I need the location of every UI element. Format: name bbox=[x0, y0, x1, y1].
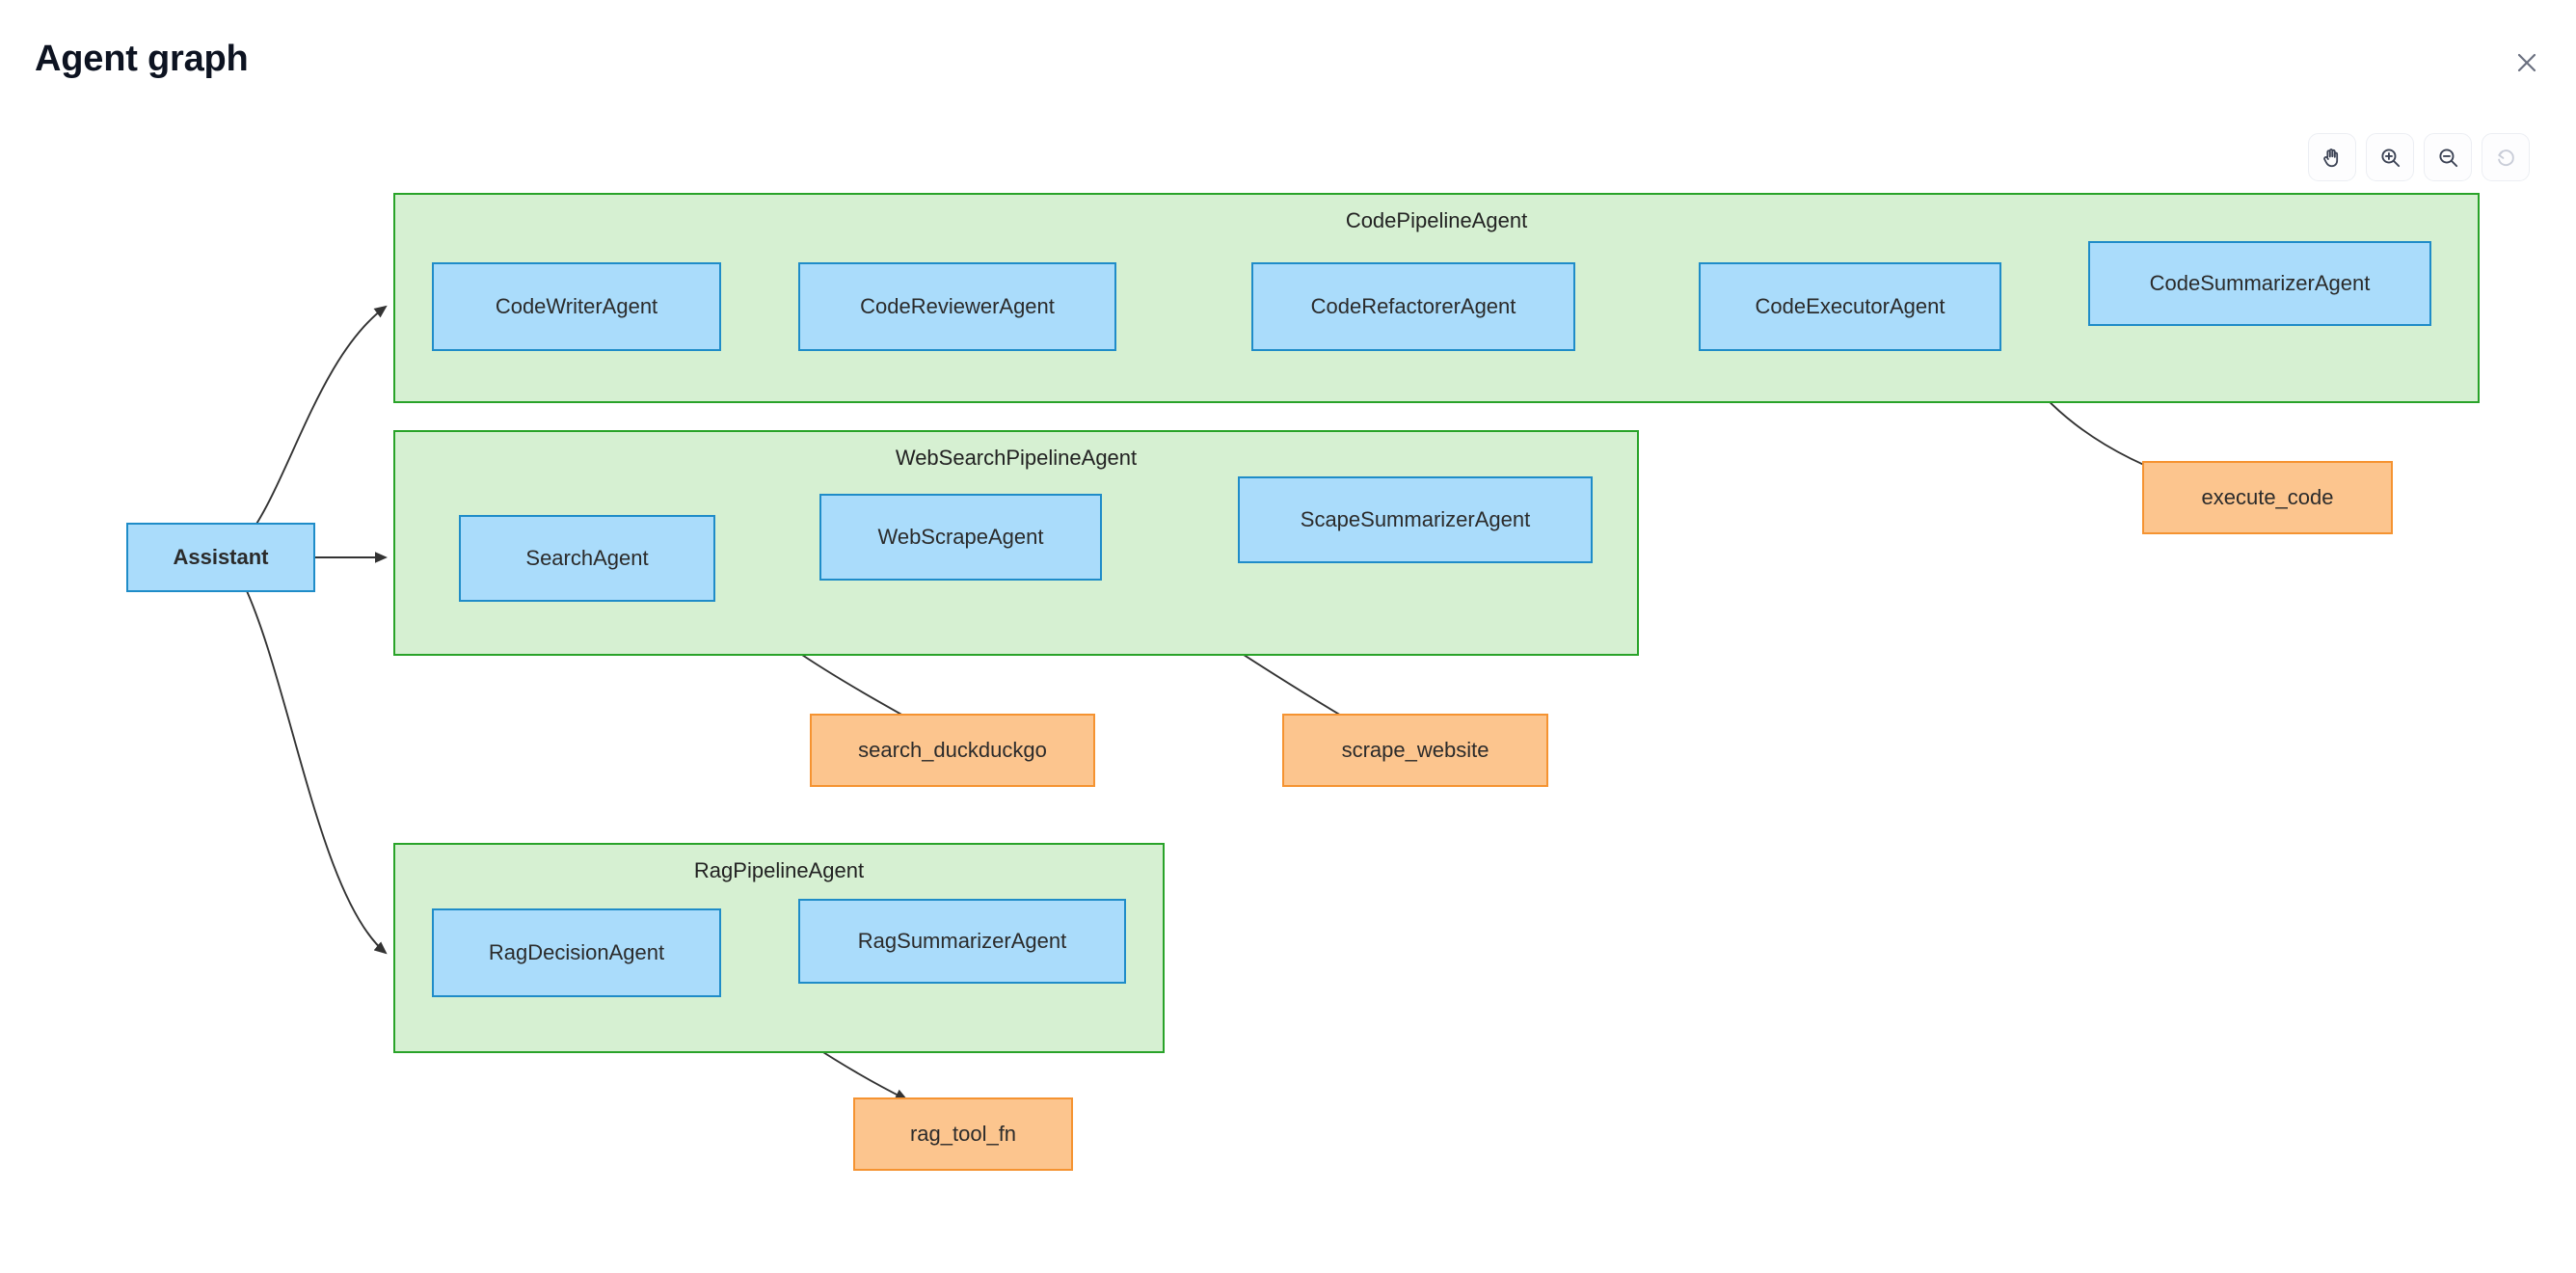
node-search-duckduckgo[interactable]: search_duckduckgo bbox=[810, 714, 1095, 787]
node-label-search-agent: SearchAgent bbox=[525, 546, 649, 570]
group-label-rag-pipeline: RagPipelineAgent bbox=[693, 858, 865, 882]
reset-icon bbox=[2494, 146, 2518, 170]
node-label-scrape-website: scrape_website bbox=[1341, 738, 1489, 762]
node-label-webscrape-agent: WebScrapeAgent bbox=[877, 525, 1044, 549]
node-label-code-reviewer: CodeReviewerAgent bbox=[860, 294, 1055, 318]
node-rag-summarizer[interactable]: RagSummarizerAgent bbox=[798, 899, 1126, 984]
node-code-reviewer[interactable]: CodeReviewerAgent bbox=[798, 262, 1116, 351]
node-label-code-writer: CodeWriterAgent bbox=[495, 294, 658, 318]
pan-tool-button[interactable] bbox=[2308, 133, 2356, 181]
node-code-writer[interactable]: CodeWriterAgent bbox=[432, 262, 721, 351]
node-label-rag-tool-fn: rag_tool_fn bbox=[909, 1122, 1017, 1146]
node-assistant[interactable]: Assistant bbox=[126, 523, 315, 592]
close-button[interactable] bbox=[2505, 41, 2549, 85]
node-label-code-refactorer: CodeRefactorerAgent bbox=[1310, 294, 1516, 318]
close-icon bbox=[2514, 50, 2539, 75]
hand-pan-icon bbox=[2321, 146, 2345, 170]
node-execute-code[interactable]: execute_code bbox=[2142, 461, 2393, 534]
node-label-scape-summarizer: ScapeSummarizerAgent bbox=[1300, 507, 1531, 531]
page-title: Agent graph bbox=[35, 39, 249, 79]
node-rag-decision[interactable]: RagDecisionAgent bbox=[432, 908, 721, 997]
node-label-rag-decision: RagDecisionAgent bbox=[488, 940, 665, 964]
node-code-refactorer[interactable]: CodeRefactorerAgent bbox=[1251, 262, 1575, 351]
node-scrape-website[interactable]: scrape_website bbox=[1282, 714, 1548, 787]
node-rag-tool-fn[interactable]: rag_tool_fn bbox=[853, 1097, 1073, 1171]
edge-assistant-to-rag-decision bbox=[240, 578, 388, 955]
graph-toolbar bbox=[2308, 133, 2530, 181]
node-label-code-summarizer: CodeSummarizerAgent bbox=[2149, 271, 2371, 295]
zoom-out-button[interactable] bbox=[2424, 133, 2472, 181]
node-label-rag-summarizer: RagSummarizerAgent bbox=[857, 929, 1067, 953]
node-scape-summarizer[interactable]: ScapeSummarizerAgent bbox=[1238, 476, 1593, 563]
group-label-websearch-pipeline: WebSearchPipelineAgent bbox=[895, 446, 1138, 470]
page-header: Agent graph bbox=[0, 0, 2576, 116]
node-label-search-duckduckgo: search_duckduckgo bbox=[858, 738, 1047, 762]
zoom-in-button[interactable] bbox=[2366, 133, 2414, 181]
zoom-out-icon bbox=[2436, 146, 2460, 170]
node-label-assistant: Assistant bbox=[173, 545, 269, 569]
node-code-executor[interactable]: CodeExecutorAgent bbox=[1699, 262, 2001, 351]
zoom-in-icon bbox=[2378, 146, 2402, 170]
group-label-code-pipeline: CodePipelineAgent bbox=[1345, 208, 1528, 232]
reset-view-button[interactable] bbox=[2482, 133, 2530, 181]
node-label-code-executor: CodeExecutorAgent bbox=[1755, 294, 1945, 318]
node-webscrape-agent[interactable]: WebScrapeAgent bbox=[819, 494, 1102, 581]
edge-assistant-to-code-writer bbox=[246, 305, 388, 539]
edge-group-root bbox=[240, 305, 389, 955]
node-search-agent[interactable]: SearchAgent bbox=[459, 515, 715, 602]
node-label-execute-code: execute_code bbox=[2201, 485, 2334, 509]
node-code-summarizer[interactable]: CodeSummarizerAgent bbox=[2088, 241, 2431, 326]
